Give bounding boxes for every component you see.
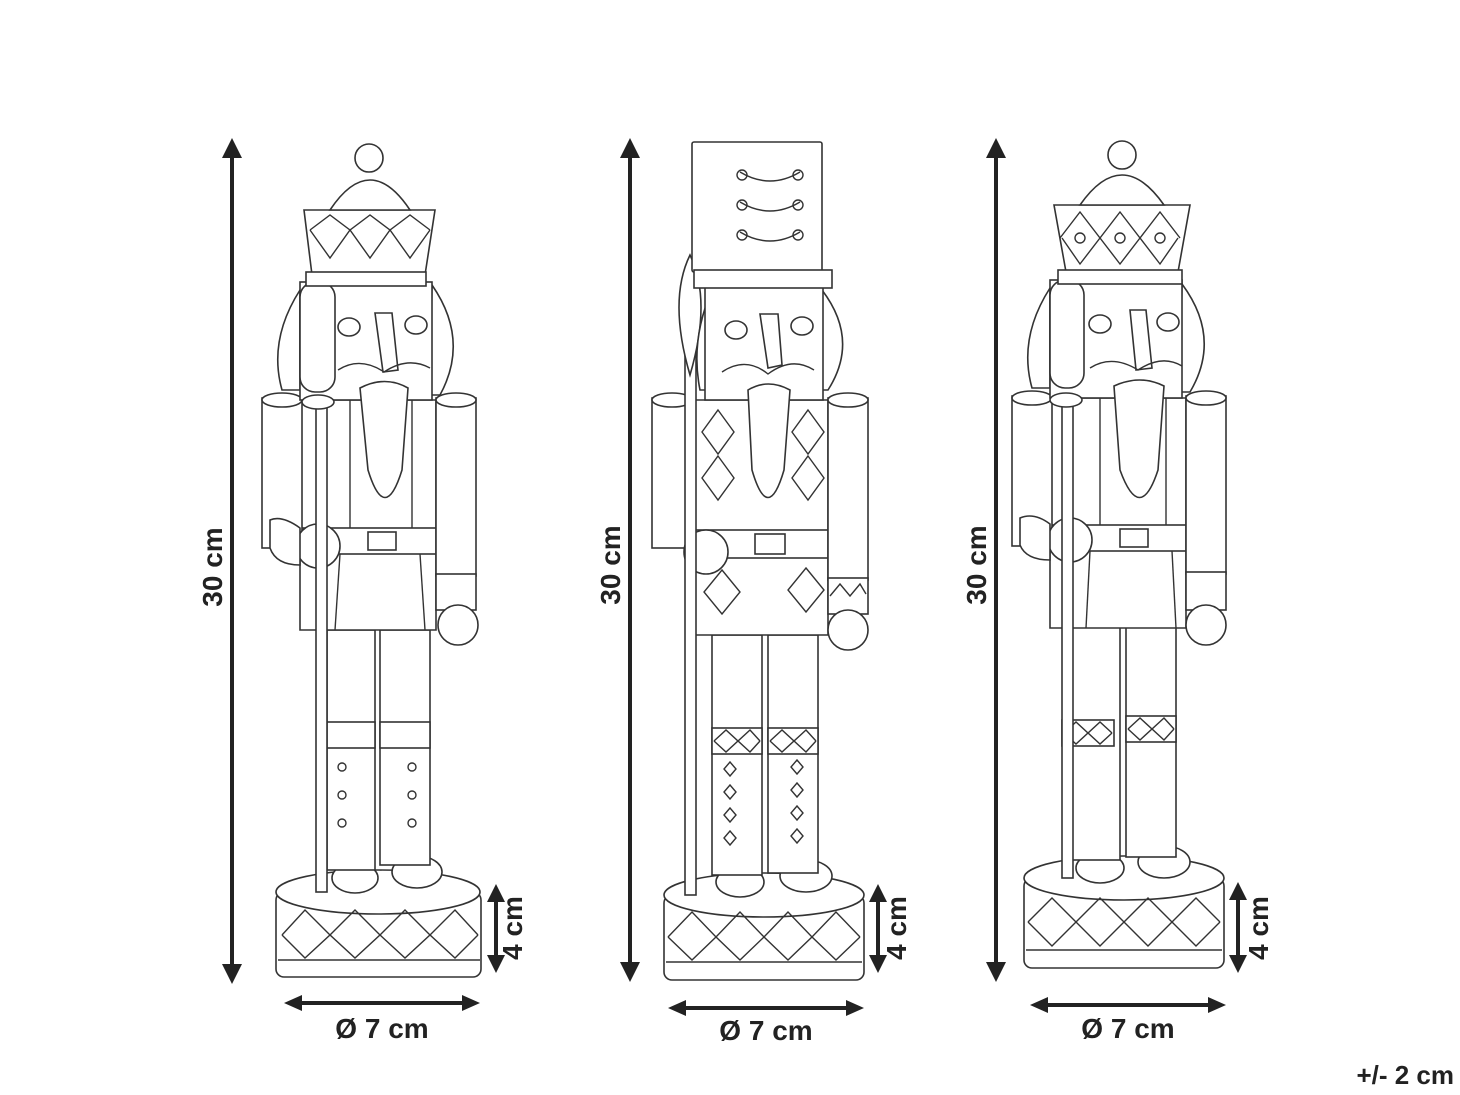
height-label-1: 30 cm [197,527,228,606]
diameter-dimension-3: Ø 7 cm [1030,997,1226,1044]
height-label-2: 30 cm [595,525,626,604]
nutcracker-3-drawing [1011,140,1227,969]
diameter-dimension-1: Ø 7 cm [284,995,480,1044]
diameter-label-2: Ø 7 cm [719,1015,812,1046]
base-height-dimension-2: 4 cm [869,884,912,973]
base-height-dimension-1: 4 cm [487,884,528,973]
figure-2: 30 cm [595,138,912,1046]
nutcracker-1-drawing [261,143,482,978]
base-height-label-1: 4 cm [497,896,528,960]
height-dimension-1: 30 cm [197,138,242,984]
figure-1: 30 cm [197,138,528,1044]
tolerance-label: +/- 2 cm [1356,1060,1454,1090]
base-height-label-2: 4 cm [881,896,912,960]
nutcracker-2-drawing [651,141,869,981]
height-label-3: 30 cm [961,525,992,604]
base-height-label-3: 4 cm [1243,896,1274,960]
diameter-dimension-2: Ø 7 cm [668,1000,864,1046]
figure-3: 30 cm [961,138,1274,1044]
height-dimension-3: 30 cm [961,138,1006,982]
height-dimension-2: 30 cm [595,138,640,982]
diameter-label-3: Ø 7 cm [1081,1013,1174,1044]
diameter-label-1: Ø 7 cm [335,1013,428,1044]
base-height-dimension-3: 4 cm [1229,882,1274,973]
